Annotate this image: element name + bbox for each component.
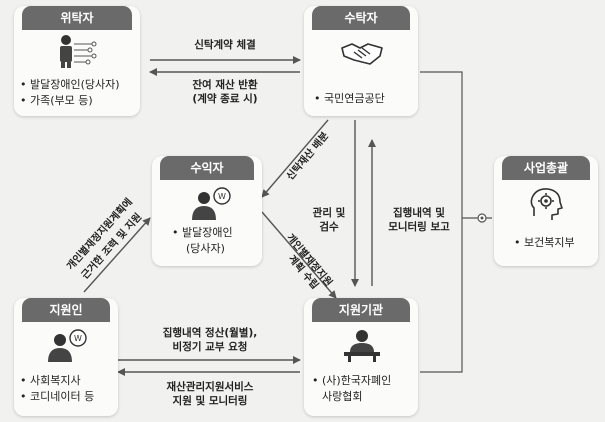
arrow-trust-distribution (261, 119, 329, 198)
label-execution-report-1: 집행내역 및 (393, 207, 445, 219)
handshake-icon (341, 43, 383, 65)
label-service-support-1: 재산관리지원서비스 (166, 381, 254, 393)
svg-text:W: W (218, 192, 226, 201)
brain-gear-icon (530, 188, 563, 220)
trustor-item-1: • 발달장애인(당사자) (20, 78, 120, 91)
arrow-plan-establish (261, 211, 337, 299)
junction-dot-inner (480, 216, 484, 220)
svg-text:W: W (74, 334, 82, 343)
supporter-item-1: • 사회복지사 (20, 374, 81, 387)
trustee-item-1: • 국민연금공단 (314, 92, 385, 105)
label-manage-supervise-2: 검수 (319, 221, 339, 233)
label-manage-supervise-1: 관리 및 (312, 207, 346, 219)
agency-item-2: 사랑협회 (322, 390, 363, 403)
arrow-plan-cooperation (83, 217, 151, 293)
supporter-title: 지원인 (22, 298, 110, 322)
label-service-support-2: 지원 및 모니터링 (172, 395, 248, 407)
trustor-title: 위탁자 (22, 6, 132, 30)
manager-bracket-line (420, 71, 463, 373)
label-trust-contract: 신탁계약 체결 (194, 39, 256, 51)
label-execution-report-2: 모니터링 보고 (388, 221, 450, 233)
person-speech-icon: W (48, 329, 87, 362)
manager-title: 사업총괄 (502, 156, 590, 180)
beneficiary-item-2: (당사자) (186, 242, 225, 255)
beneficiary-item-1: • 발달장애인 (172, 226, 233, 239)
agency-title: 지원기관 (312, 298, 410, 322)
beneficiary-title: 수익자 (160, 156, 254, 180)
trustee-title: 수탁자 (312, 6, 410, 30)
manager-item-1: • 보건복지부 (514, 236, 575, 249)
trustor-item-2: • 가족(부모 등) (20, 94, 93, 107)
agency-item-1: • (사)한국자폐인 (312, 374, 392, 387)
label-settlement-request-2: 비정기 교부 요청 (172, 341, 248, 353)
person-desk-icon (344, 330, 380, 362)
label-settlement-request-1: 집행내역 정산(월별), (162, 327, 258, 339)
person-speech-icon: W (192, 187, 231, 220)
person-circuit-icon (60, 35, 97, 68)
supporter-item-2: • 코디네이터 등 (20, 390, 95, 403)
label-return-assets-2: (계약 종료 시) (192, 93, 258, 105)
label-return-assets-1: 잔여 재산 반환 (192, 79, 258, 91)
